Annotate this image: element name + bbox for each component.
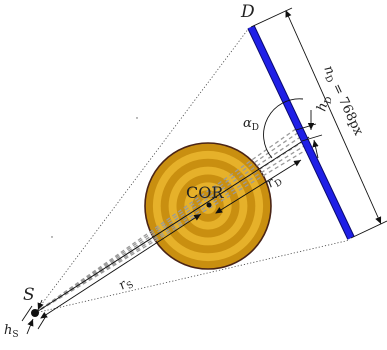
center-of-rotation-point: [206, 202, 212, 208]
cone-edge-lower: [34, 239, 351, 314]
source-radius-arrow: [40, 213, 202, 319]
source-height-label: hS: [4, 323, 19, 340]
stray-dot: [51, 236, 53, 238]
detector-height-marker: [295, 110, 323, 159]
detector-height-label: hD: [314, 94, 334, 113]
detector-width-dimension: [250, 7, 387, 239]
source-radius-label: rS: [116, 274, 136, 295]
detector-angle-label: αD: [243, 116, 259, 133]
detector-radius-arrow: [215, 159, 302, 214]
stray-dot: [136, 117, 138, 119]
cor-label: COR: [186, 183, 224, 202]
source-label: S: [23, 285, 35, 305]
detector-label: D: [240, 2, 255, 22]
detector-angle-arc: [263, 98, 304, 159]
source-point: [31, 309, 39, 317]
